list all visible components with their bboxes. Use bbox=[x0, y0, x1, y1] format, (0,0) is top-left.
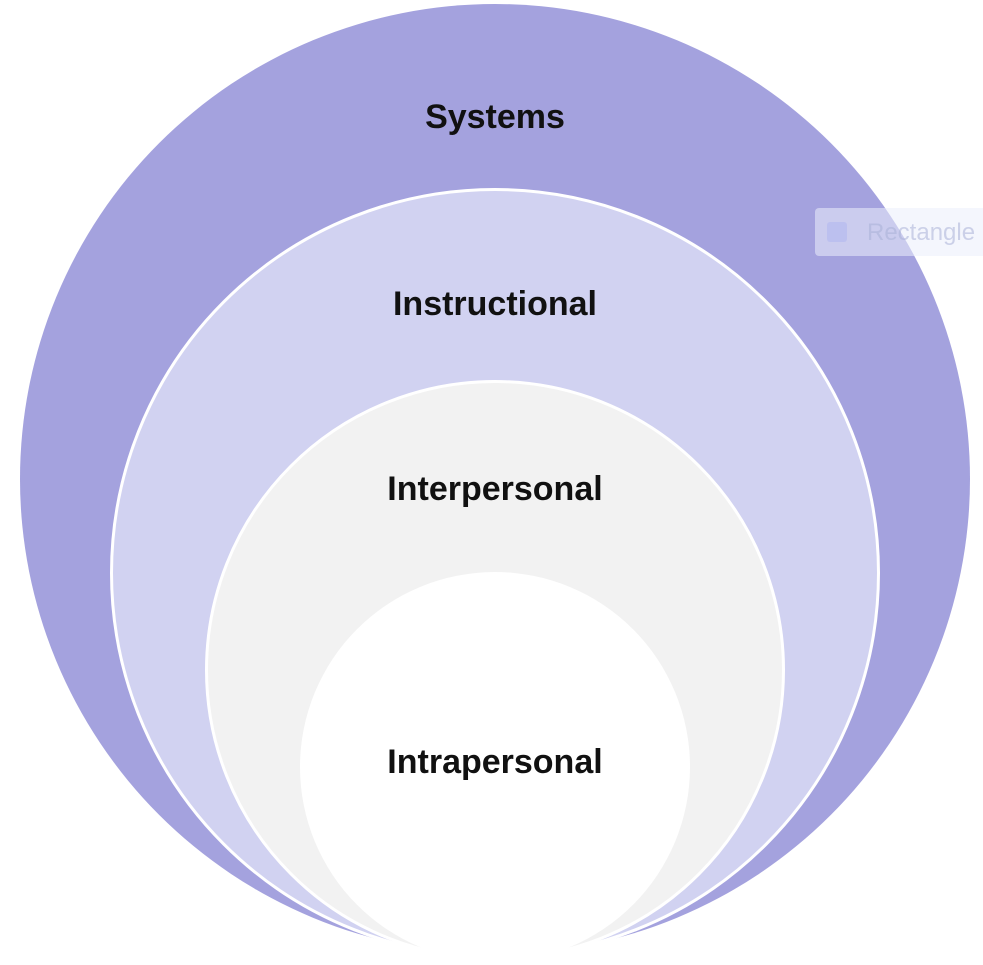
label-intrapersonal: Intrapersonal bbox=[387, 743, 603, 781]
shape-tooltip-chip[interactable]: Rectangle bbox=[815, 208, 983, 256]
label-instructional: Instructional bbox=[392, 285, 598, 323]
label-interpersonal: Interpersonal bbox=[387, 470, 603, 508]
label-systems: Systems bbox=[425, 98, 565, 136]
shape-icon bbox=[827, 222, 847, 242]
shape-tooltip-text: Rectangle bbox=[867, 219, 976, 246]
ring-intrapersonal bbox=[300, 572, 690, 962]
